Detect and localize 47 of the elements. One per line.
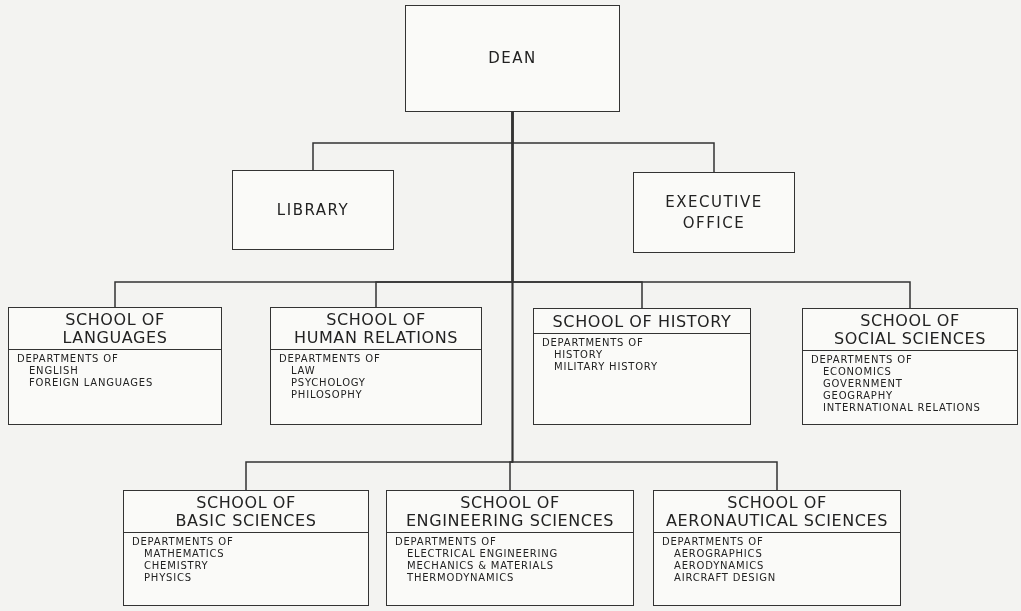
box-title: EXECUTIVE OFFICE: [664, 192, 764, 233]
department-name: MECHANICS & MATERIALS: [407, 559, 554, 572]
departments-heading: DEPARTMENTS OF: [542, 337, 644, 349]
department-name: LAW: [291, 364, 316, 377]
org-box: [232, 170, 394, 250]
department-name: ENGLISH: [29, 364, 79, 377]
box-title: DEAN: [488, 48, 537, 69]
school-box: [653, 490, 901, 606]
department-name: AIRCRAFT DESIGN: [674, 571, 776, 584]
school-box: [386, 490, 634, 606]
department-name: AEROGRAPHICS: [674, 547, 763, 560]
department-name: HISTORY: [554, 349, 603, 361]
school-box: [802, 308, 1018, 425]
department-name: PHILOSOPHY: [291, 388, 363, 401]
department-name: CHEMISTRY: [144, 559, 209, 572]
departments-heading: DEPARTMENTS OF: [811, 353, 913, 366]
school-title: SCHOOL OF LANGUAGES: [61, 311, 169, 347]
department-name: MILITARY HISTORY: [554, 361, 658, 373]
school-title: SCHOOL OF SOCIAL SCIENCES: [832, 312, 988, 348]
school-box: [123, 490, 369, 606]
department-name: INTERNATIONAL RELATIONS: [823, 401, 981, 414]
school-box: [533, 308, 751, 425]
org-box: [405, 5, 620, 112]
departments-heading: DEPARTMENTS OF: [17, 352, 119, 365]
department-name: PHYSICS: [144, 571, 192, 584]
departments-heading: DEPARTMENTS OF: [132, 535, 234, 548]
org-box: [633, 172, 795, 253]
department-name: MATHEMATICS: [144, 547, 225, 560]
department-name: ECONOMICS: [823, 365, 892, 378]
department-name: PSYCHOLOGY: [291, 376, 366, 389]
department-name: ELECTRICAL ENGINEERING: [407, 547, 559, 560]
department-name: FOREIGN LANGUAGES: [29, 376, 154, 389]
school-title: SCHOOL OF HUMAN RELATIONS: [293, 311, 459, 347]
departments-heading: DEPARTMENTS OF: [395, 535, 497, 548]
school-title: SCHOOL OF HISTORY: [552, 313, 732, 331]
department-name: GOVERNMENT: [823, 377, 903, 390]
school-title: SCHOOL OF BASIC SCIENCES: [174, 494, 318, 530]
school-title: SCHOOL OF AERONAUTICAL SCIENCES: [664, 494, 890, 530]
school-box: [8, 307, 222, 425]
department-name: AERODYNAMICS: [674, 559, 765, 572]
department-name: GEOGRAPHY: [823, 389, 893, 402]
departments-heading: DEPARTMENTS OF: [279, 352, 381, 365]
box-title: LIBRARY: [276, 199, 350, 221]
department-name: THERMODYNAMICS: [407, 571, 515, 584]
school-box: [270, 307, 482, 425]
departments-heading: DEPARTMENTS OF: [662, 535, 764, 548]
school-title: SCHOOL OF ENGINEERING SCIENCES: [404, 494, 616, 530]
